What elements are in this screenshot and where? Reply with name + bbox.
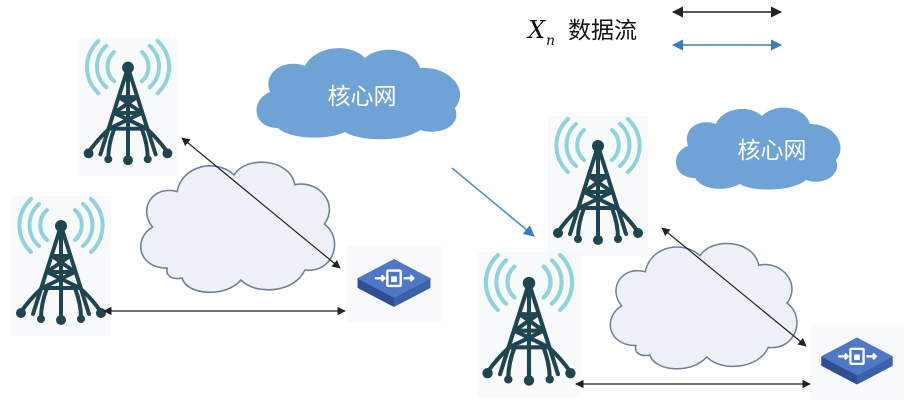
- legend-subscript: n: [546, 33, 555, 49]
- cell-tower-icon: [78, 38, 178, 176]
- data-flow-arrow: [181, 137, 341, 269]
- core-network-label-left: 核心网: [328, 84, 397, 110]
- left-scene: 核心网: [11, 38, 461, 336]
- cell-tower-icon: [548, 116, 648, 256]
- cell-tower-icon: [11, 196, 111, 336]
- cell-tower-icon: [477, 252, 581, 397]
- core-network-label-right: 核心网: [738, 138, 807, 164]
- core-network-cloud-right: 核心网: [675, 107, 841, 190]
- core-network-cloud-left: 核心网: [256, 48, 461, 140]
- legend: X n 数据流: [526, 6, 783, 51]
- legend-label: 数据流: [568, 18, 637, 44]
- edge-device-icon: [346, 245, 442, 323]
- legend-symbol: X: [526, 16, 546, 44]
- edge-device-icon: [810, 324, 904, 400]
- transition-arrow: [451, 167, 535, 237]
- local-cloud-left: [139, 161, 336, 294]
- right-scene: 核心网: [477, 107, 904, 400]
- data-flow-arrow: [661, 227, 807, 347]
